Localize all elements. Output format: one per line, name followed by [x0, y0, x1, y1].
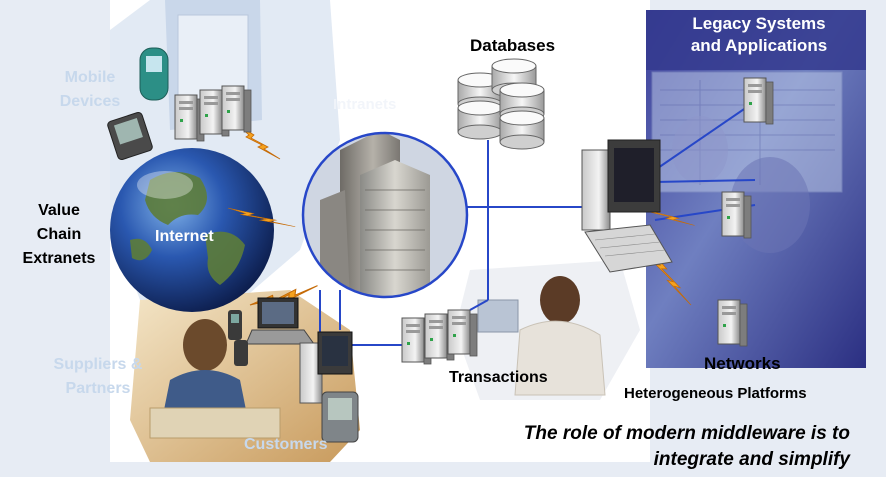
intranet-ring	[301, 131, 469, 299]
networks-label: Networks	[704, 354, 781, 373]
suppliers-partners-label: Suppliers & Partners	[28, 353, 168, 401]
legacy-server-icon	[743, 77, 774, 125]
mobile-devices-label: Mobile Devices	[35, 66, 145, 114]
customers-label: Customers	[244, 436, 328, 453]
intranets-label: Intranets	[333, 96, 397, 113]
internet-label: Internet	[155, 228, 214, 245]
heterogeneous-platforms-label: Heterogeneous Platforms	[624, 385, 807, 402]
network-server-icon	[717, 299, 748, 347]
customer-pc-icon	[299, 331, 353, 404]
databases-label: Databases	[470, 36, 556, 55]
transactions-label: Transactions	[449, 369, 548, 386]
suppliers-line1: Suppliers &	[53, 356, 143, 373]
pda-device-icon	[107, 111, 153, 161]
mobile-devices-line1: Mobile	[64, 69, 116, 86]
caption: The role of modern middleware is to inte…	[380, 421, 850, 473]
mobile-phone-icon	[139, 47, 169, 101]
caption-line2: integrate and simplify	[653, 449, 850, 470]
legacy-server-2-icon	[721, 191, 752, 239]
value-chain-extranets-label: Value Chain Extranets	[4, 199, 114, 271]
legacy-systems-line2: and Applications	[690, 36, 828, 55]
legacy-systems-line1: Legacy Systems	[692, 14, 826, 33]
supplier-laptop-icon	[245, 297, 315, 345]
desktop-computer-icon	[581, 139, 673, 273]
mobile-devices-line2: Devices	[59, 93, 121, 110]
customer-pda-icon	[321, 391, 359, 443]
supplier-phone-icon	[228, 310, 248, 366]
legacy-systems-label: Legacy Systems and Applications	[664, 13, 854, 57]
caption-line1: The role of modern middleware is to	[523, 423, 850, 444]
value-chain-line2: Chain	[36, 226, 82, 243]
suppliers-line2: Partners	[65, 380, 131, 397]
value-chain-line3: Extranets	[22, 250, 96, 267]
value-chain-line1: Value	[38, 202, 80, 219]
city-buildings	[304, 134, 466, 296]
